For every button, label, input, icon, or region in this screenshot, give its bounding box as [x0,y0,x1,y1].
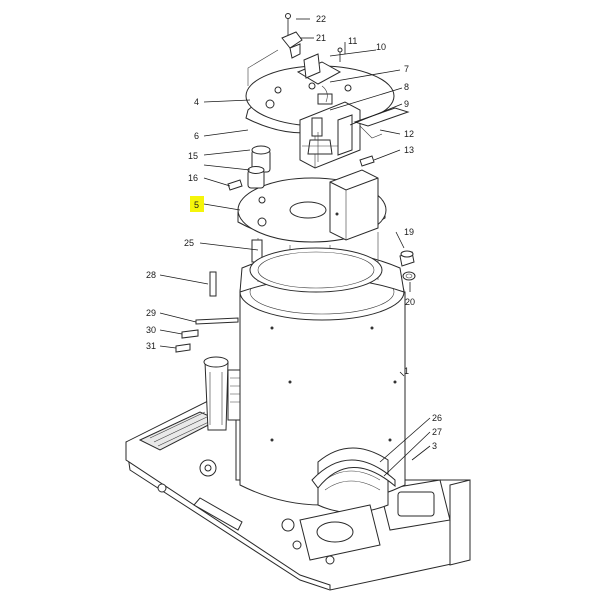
knobs [399,250,416,281]
callout-21: 21 [316,33,326,43]
top-fasteners [247,13,343,86]
inner-shield [249,247,383,293]
callout-8: 8 [404,82,409,92]
callout-29: 29 [146,308,156,318]
valve-assembly [299,85,410,169]
callout-16: 16 [188,173,198,183]
base-post [203,356,243,431]
callout-7: 7 [404,64,409,74]
callout-20: 20 [405,297,415,307]
callout-15: 15 [188,151,198,161]
callout-6: 6 [194,131,199,141]
heat-exchanger-plate [237,169,387,290]
callout-22: 22 [316,14,326,24]
callout-1: 1 [404,366,409,376]
callout-30: 30 [146,325,156,335]
callout-labels: 22 21 11 10 7 4 8 9 6 12 13 15 16 5 19 2… [146,14,442,451]
spacer-posts [227,145,271,191]
top-plate [245,53,395,134]
leader-lines [159,18,431,477]
small-hardware [175,317,239,353]
callout-26: 26 [432,413,442,423]
callout-28: 28 [146,270,156,280]
highlight-box [190,196,204,212]
callout-27: 27 [432,427,442,437]
rod-28 [209,271,217,297]
callout-4: 4 [194,97,199,107]
callout-3: 3 [432,441,437,451]
callout-11: 11 [348,36,357,46]
callout-25: 25 [184,238,194,248]
callout-19: 19 [404,227,414,237]
callout-31: 31 [146,341,156,351]
callout-10: 10 [376,42,386,52]
callout-5: 5 [194,200,199,210]
callout-12: 12 [404,129,414,139]
callout-9: 9 [404,99,409,109]
callout-13: 13 [404,145,414,155]
